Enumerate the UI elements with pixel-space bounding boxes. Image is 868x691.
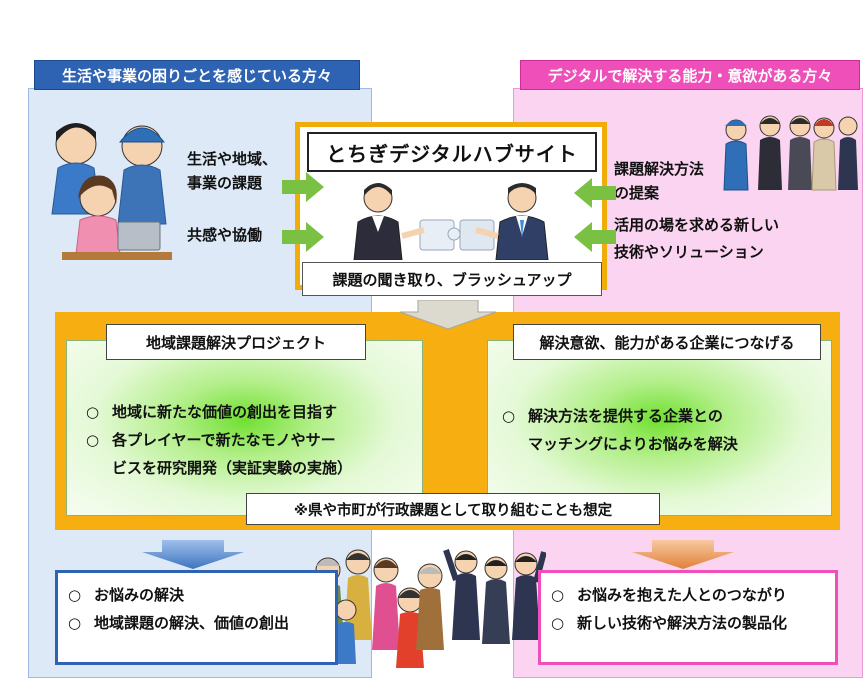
arrow-left-proposal [574, 178, 616, 208]
bullet: ○ [502, 407, 516, 425]
community-people-illustration [312, 549, 546, 668]
administrative-note: ※県や市町が行政課題として取り組むことも想定 [246, 493, 660, 525]
arrow-right-empathy [282, 222, 324, 252]
issues-label-line2: 事業の課題 [187, 174, 263, 192]
arrow-left-tech [574, 222, 616, 252]
proposal-label-line1: 課題解決方法 [614, 160, 705, 178]
matching-list: ○ 解決方法を提供する企業との マッチングによりお悩みを解決 [502, 402, 738, 458]
project-item-2-continued: ビスを研究開発（実証実験の実施） [86, 454, 352, 482]
project-item-2-text-line1: 各プレイヤーで新たなモノやサー [112, 431, 336, 449]
arrow-down-hub [399, 300, 497, 330]
bullet: ○ [68, 586, 82, 604]
bullet: ○ [86, 403, 100, 421]
outcome-right-box: ○ お悩みを抱えた人とのつながり ○ 新しい技術や解決方法の製品化 [538, 570, 838, 665]
tech-label-line1: 活用の場を求める新しい [614, 216, 780, 234]
outcome-left-item-1-text: お悩みの解決 [94, 586, 185, 604]
issues-label-line1: 生活や地域、 [187, 150, 278, 168]
tech-label-line2: 技術やソリューション [614, 243, 764, 261]
outcome-right-item-2: ○ 新しい技術や解決方法の製品化 [551, 609, 835, 637]
matching-item-1-continued: マッチングによりお悩みを解決 [502, 430, 738, 458]
bullet: ○ [551, 586, 565, 604]
project-item-1-text: 地域に新たな価値の創出を目指す [112, 403, 338, 421]
regional-project-label: 地域課題解決プロジェクト [106, 324, 366, 360]
hub-title: とちぎデジタルハブサイト [307, 132, 597, 172]
project-item-2-text-line2: ビスを研究開発（実証実験の実施） [112, 459, 353, 477]
outcome-right-item-1-text: お悩みを抱えた人とのつながり [577, 586, 787, 604]
matching-label: 解決意欲、能力がある企業につなげる [513, 324, 821, 360]
matching-item-1: ○ 解決方法を提供する企業との [502, 402, 738, 430]
outcome-left-box: ○ お悩みの解決 ○ 地域課題の解決、価値の創出 [55, 570, 338, 665]
troubled-people-illustration [51, 123, 172, 260]
right-panel-header: デジタルで解決する能力・意欲がある方々 [520, 60, 860, 90]
bullet: ○ [551, 614, 565, 632]
matching-item-1-text-line2: マッチングによりお悩みを解決 [528, 435, 738, 453]
bullet: ○ [86, 431, 100, 449]
outcome-left-item-2: ○ 地域課題の解決、価値の創出 [68, 609, 335, 637]
handshake-people-illustration [353, 183, 549, 260]
empathy-label: 共感や協働 [187, 226, 263, 244]
project-item-2: ○ 各プレイヤーで新たなモノやサー [86, 426, 352, 454]
left-panel-header: 生活や事業の困りごとを感じている方々 [34, 60, 360, 90]
regional-project-box [66, 340, 423, 516]
outcome-right-list: ○ お悩みを抱えた人とのつながり ○ 新しい技術や解決方法の製品化 [541, 573, 835, 637]
outcome-left-list: ○ お悩みの解決 ○ 地域課題の解決、価値の創出 [58, 573, 335, 637]
arrow-right-issues [282, 172, 324, 202]
outcome-left-item-1: ○ お悩みの解決 [68, 581, 335, 609]
business-people-illustration [723, 115, 858, 191]
arrow-down-left-outcome [142, 540, 244, 569]
outcome-right-item-1: ○ お悩みを抱えた人とのつながり [551, 581, 835, 609]
hub-subtitle: 課題の聞き取り、ブラッシュアップ [302, 262, 602, 296]
project-item-1: ○ 地域に新たな価値の創出を目指す [86, 398, 352, 426]
arrow-down-right-outcome [632, 540, 734, 569]
outcome-right-item-2-text: 新しい技術や解決方法の製品化 [577, 614, 788, 632]
proposal-label-line2: の提案 [614, 184, 660, 202]
matching-box [487, 340, 832, 516]
matching-item-1-text-line1: 解決方法を提供する企業との [528, 407, 723, 425]
bullet: ○ [68, 614, 82, 632]
project-list: ○ 地域に新たな価値の創出を目指す ○ 各プレイヤーで新たなモノやサー ビスを研究開… [86, 398, 352, 482]
outcome-left-item-2-text: 地域課題の解決、価値の創出 [94, 614, 290, 632]
